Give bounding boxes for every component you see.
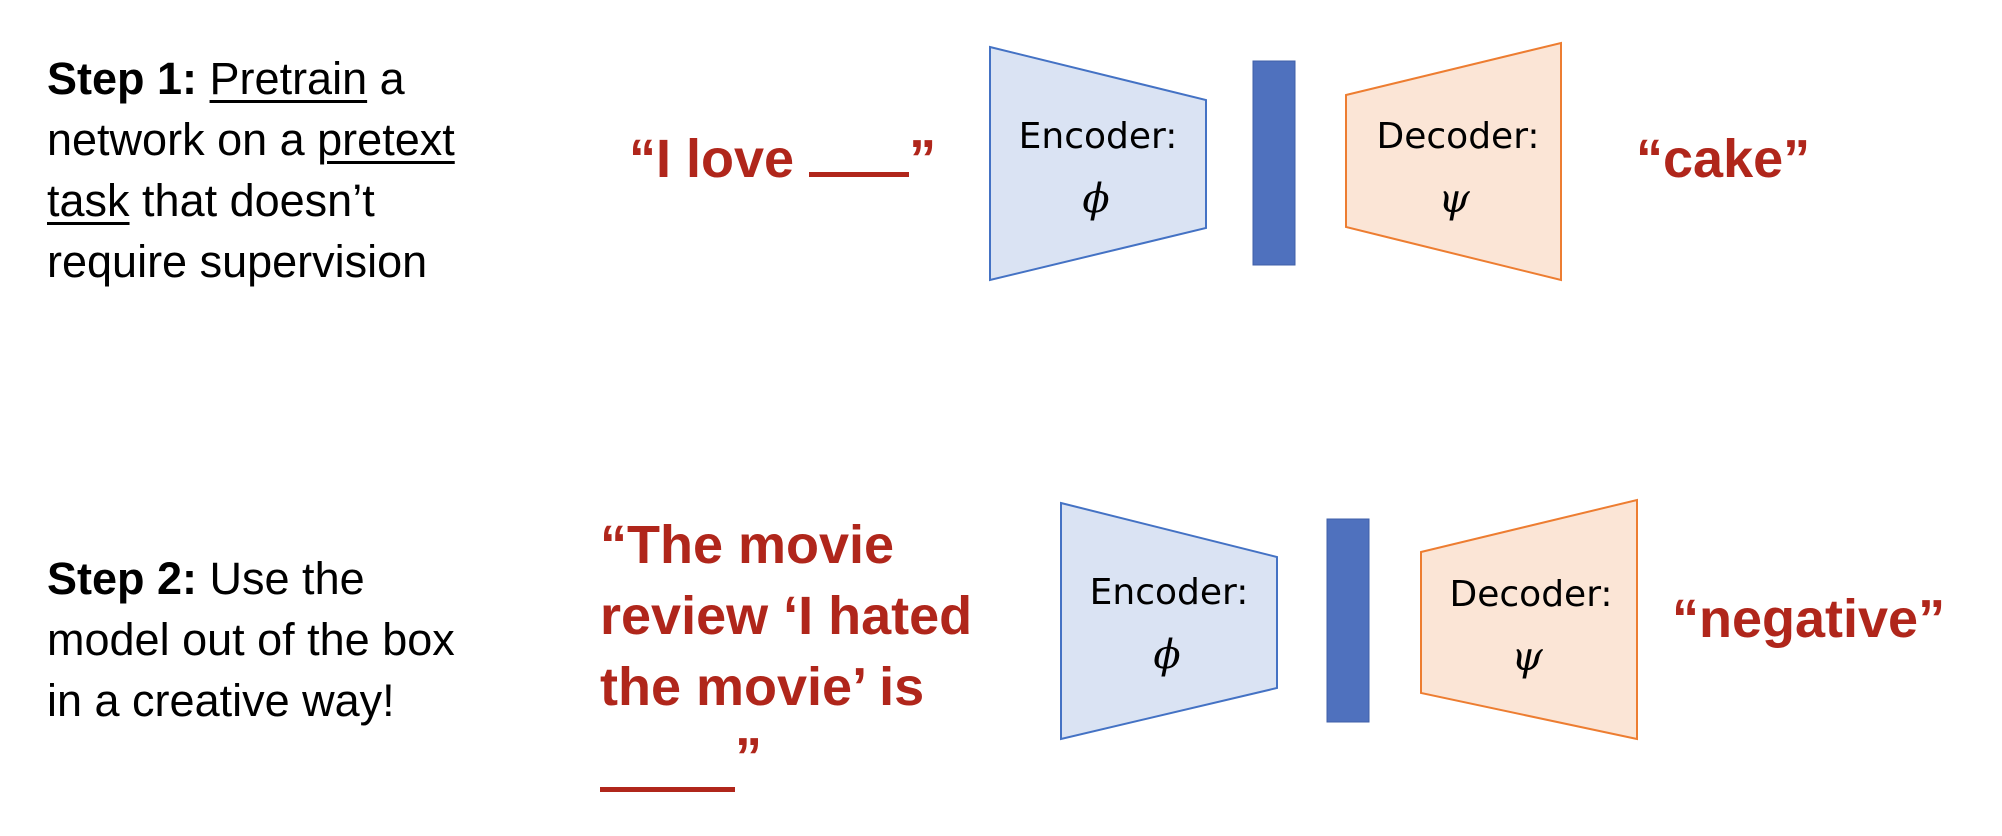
- decoder-shape: [1420, 498, 1638, 741]
- close-quote: ”: [909, 129, 937, 189]
- step1-model: Encoder: ϕ Decoder: ψ: [989, 41, 1562, 282]
- step1-description: Step 1: Pretrain a network on a pretext …: [47, 48, 455, 292]
- text: require supervision: [47, 236, 428, 287]
- decoder-psi: ψ: [1511, 634, 1543, 680]
- decoder-psi: ψ: [1438, 176, 1470, 222]
- task-term: task: [47, 175, 130, 226]
- step1-label: Step 1:: [47, 53, 198, 104]
- blank-line: [809, 171, 910, 177]
- blank-line: [600, 786, 735, 792]
- encoder-phi: ϕ: [1082, 176, 1109, 222]
- bottleneck-bar: [1326, 518, 1370, 723]
- encoder-label: Encoder:: [1090, 572, 1249, 613]
- decoder-label: Decoder:: [1450, 574, 1613, 615]
- input-text: “I love: [629, 129, 810, 189]
- encoder-shape: [1060, 501, 1278, 741]
- pretrain-term: Pretrain: [209, 53, 368, 104]
- input-line: “The movie: [600, 515, 895, 575]
- step2-input-sentence: “The movie review ‘I hated the movie’ is: [600, 510, 972, 723]
- step1-output: “cake”: [1636, 129, 1811, 189]
- text: Use the: [197, 553, 365, 604]
- input-line: review ‘I hated: [600, 586, 973, 646]
- text: in a creative way!: [47, 675, 395, 726]
- step2-label: Step 2:: [47, 553, 198, 604]
- pretext-term: pretext: [317, 114, 455, 165]
- step2-description: Step 2: Use the model out of the box in …: [47, 548, 455, 731]
- decoder-label: Decoder:: [1377, 116, 1540, 157]
- text: model out of the box: [47, 614, 455, 665]
- encoder-shape: [989, 45, 1207, 282]
- text: a: [367, 53, 405, 104]
- step2-output: “negative”: [1672, 589, 1946, 649]
- input-line: the movie’ is: [600, 657, 925, 717]
- text: network on a: [47, 114, 318, 165]
- encoder-label: Encoder:: [1019, 116, 1178, 157]
- decoder-shape: [1345, 41, 1562, 282]
- bottleneck-bar: [1252, 60, 1296, 266]
- text: that doesn’t: [129, 175, 375, 226]
- close-quote: ”: [735, 727, 762, 787]
- step1-input-sentence: “I love ”: [629, 124, 936, 195]
- encoder-phi: ϕ: [1153, 632, 1180, 678]
- step2-model: Encoder: ϕ Decoder: ψ: [1060, 498, 1638, 741]
